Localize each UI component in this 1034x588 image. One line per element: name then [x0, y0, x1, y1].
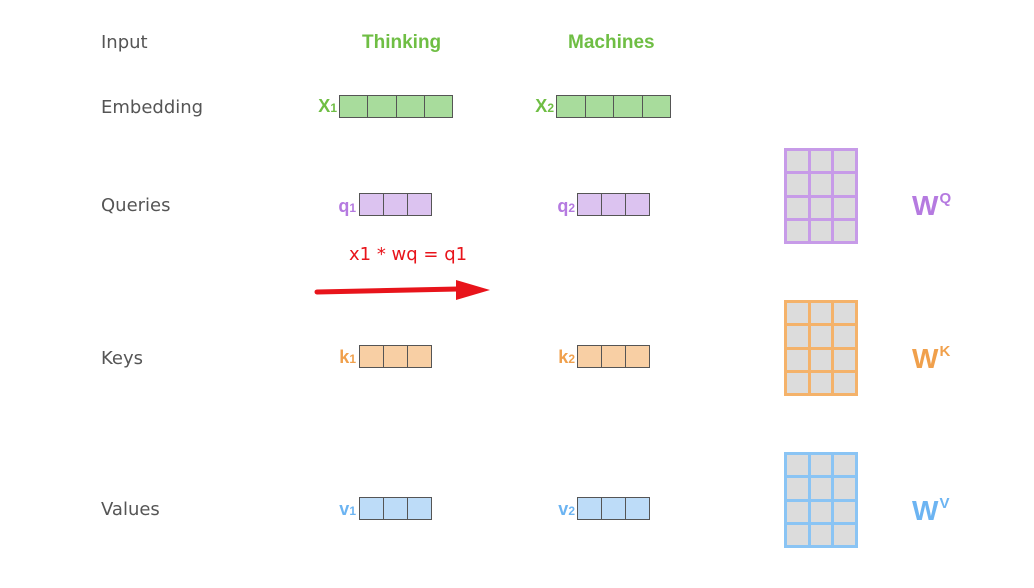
key-label-2: k2: [535, 347, 575, 368]
weight-letter: W: [912, 495, 939, 526]
value-subscript: 2: [568, 504, 575, 518]
weight-letter: W: [912, 343, 939, 374]
embedding-vector-1: [339, 95, 453, 118]
word-thinking: Thinking: [362, 32, 442, 53]
row-label-input: Input: [101, 32, 148, 53]
weight-label-key: WK: [912, 343, 950, 375]
row-label-values: Values: [101, 499, 160, 520]
embedding-subscript: 1: [330, 101, 337, 115]
embedding-subscript: 2: [547, 101, 554, 115]
weight-matrix-value: [784, 452, 858, 548]
value-label-2: v2: [535, 499, 575, 520]
weight-matrix-key: [784, 300, 858, 396]
query-subscript: 1: [349, 201, 356, 215]
right-arrow-icon: [314, 280, 490, 300]
weight-superscript: K: [939, 343, 951, 360]
value-vector-1: [359, 497, 432, 520]
embedding-label-1: X1: [297, 96, 337, 117]
value-vector-2: [577, 497, 650, 520]
row-label-embedding: Embedding: [101, 97, 204, 118]
weight-letter: W: [912, 190, 939, 221]
weight-matrix-query: [784, 148, 858, 244]
weight-superscript: V: [939, 495, 950, 512]
row-label-queries: Queries: [101, 195, 171, 216]
weight-label-query: WQ: [912, 190, 951, 222]
formula-annotation: x1 * wq = q1: [349, 244, 468, 265]
query-label-1: q1: [316, 196, 356, 217]
key-vector-1: [359, 345, 432, 368]
weight-label-value: WV: [912, 495, 949, 527]
value-subscript: 1: [349, 504, 356, 518]
weight-superscript: Q: [939, 190, 952, 207]
query-letter: q: [338, 196, 350, 216]
key-subscript: 2: [568, 352, 575, 366]
query-label-2: q2: [535, 196, 575, 217]
value-label-1: v1: [316, 499, 356, 520]
query-subscript: 2: [568, 201, 575, 215]
query-vector-1: [359, 193, 432, 216]
value-letter: v: [558, 499, 569, 519]
key-vector-2: [577, 345, 650, 368]
embedding-letter: X: [318, 96, 331, 116]
query-vector-2: [577, 193, 650, 216]
key-letter: k: [558, 347, 569, 367]
key-letter: k: [339, 347, 350, 367]
embedding-label-2: X2: [514, 96, 554, 117]
key-label-1: k1: [316, 347, 356, 368]
query-letter: q: [557, 196, 569, 216]
row-label-keys: Keys: [101, 348, 144, 369]
value-letter: v: [339, 499, 350, 519]
embedding-vector-2: [556, 95, 671, 118]
word-machines: Machines: [568, 32, 655, 53]
key-subscript: 1: [349, 352, 356, 366]
embedding-letter: X: [535, 96, 548, 116]
